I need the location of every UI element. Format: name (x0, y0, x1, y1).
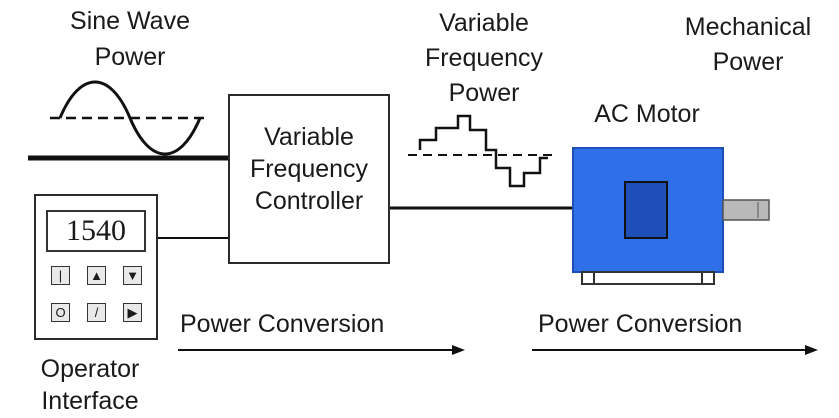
power-conversion-label-left: Power Conversion (180, 310, 385, 338)
operator-interface-label-1: Operator (40, 355, 140, 383)
controller-box: Variable Frequency Controller (228, 94, 390, 264)
stop-key-icon[interactable]: O (51, 303, 70, 322)
controller-label-1: Variable (264, 123, 354, 151)
sine-wave-power-label-1: Sine Wave (70, 7, 190, 35)
operator-display: 1540 (46, 210, 146, 252)
mechanical-power-label-2: Power (712, 48, 784, 76)
variable-frequency-power-label-2: Frequency (424, 44, 544, 72)
ac-motor-base (581, 271, 715, 285)
ac-motor-label: AC Motor (594, 100, 700, 128)
controller-label-3: Controller (254, 187, 364, 215)
slash-key-icon[interactable]: / (87, 303, 106, 322)
power-conversion-label-right: Power Conversion (538, 310, 743, 338)
down-arrow-key-icon[interactable]: ▼ (123, 266, 142, 285)
mechanical-power-label-1: Mechanical (684, 13, 812, 41)
variable-frequency-power-label-1: Variable (439, 9, 529, 37)
controller-label-2: Frequency (249, 155, 369, 183)
variable-frequency-power-label-3: Power (448, 79, 520, 107)
up-arrow-key-icon[interactable]: ▲ (87, 266, 106, 285)
ac-motor-rotor (624, 181, 668, 239)
sine-wave-power-label-2: Power (94, 43, 166, 71)
operator-interface-label-2: Interface (41, 387, 139, 415)
operator-interface-panel: 1540 | ▲ ▼ O / ▶ (34, 194, 158, 340)
variable-frequency-wave-icon (418, 114, 548, 188)
run-key-icon[interactable]: | (51, 266, 70, 285)
ac-motor-shaft (722, 199, 770, 221)
sine-wave-icon (58, 80, 202, 156)
play-key-icon[interactable]: ▶ (123, 303, 142, 322)
